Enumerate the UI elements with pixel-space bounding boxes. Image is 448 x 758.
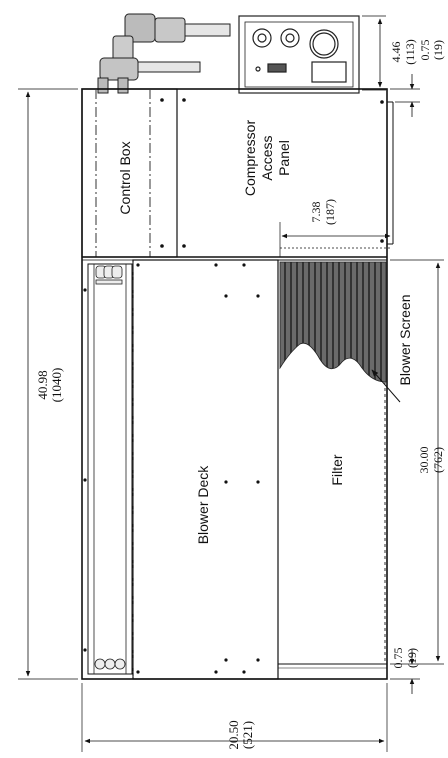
- overall-height-in: 40.98: [35, 370, 50, 399]
- overall-height-mm: (1040): [49, 368, 64, 403]
- overall-width-in: 20.50: [226, 720, 241, 749]
- fastener: [380, 100, 384, 104]
- fastener: [160, 98, 164, 102]
- blower-screen-mesh: [279, 261, 387, 383]
- panel-gap-in: 7.38: [309, 202, 323, 223]
- coil-frame: [87, 263, 133, 675]
- blower-deck-fasteners: [83, 263, 260, 674]
- bottom-offset-in: 0.75: [391, 648, 405, 669]
- compressor-label-line2: Access: [259, 135, 275, 180]
- fastener: [160, 244, 164, 248]
- fastener: [182, 244, 186, 248]
- coil-tubes-top: [95, 265, 123, 285]
- electrical-box: [238, 15, 360, 94]
- bottom-offset-mm: (19): [405, 648, 419, 668]
- compressor-panel-label: Compressor Access Panel: [242, 120, 292, 197]
- top-offset-mm: (19): [431, 40, 445, 60]
- filter-length-mm: (762): [431, 447, 445, 473]
- blower-deck-label: Blower Deck: [195, 465, 211, 545]
- fastener: [380, 239, 384, 243]
- top-offset-in: 0.75: [418, 40, 432, 61]
- filter-label: Filter: [329, 454, 345, 485]
- top-box-in: 4.46: [389, 42, 403, 63]
- fastener: [182, 98, 186, 102]
- overall-width-mm: (521): [240, 721, 255, 749]
- compressor-fittings: [97, 13, 231, 94]
- panel-gap-mm: (187): [323, 199, 337, 225]
- coil-tubes-bottom: [94, 658, 126, 670]
- compressor-label-line1: Compressor: [242, 120, 258, 197]
- top-box-mm: (113): [403, 39, 417, 65]
- blower-screen-leader: [371, 369, 401, 403]
- blower-screen-label: Blower Screen: [397, 294, 413, 385]
- control-box-label: Control Box: [117, 141, 133, 214]
- filter-length-in: 30.00: [417, 447, 431, 474]
- compressor-label-line3: Panel: [276, 140, 292, 176]
